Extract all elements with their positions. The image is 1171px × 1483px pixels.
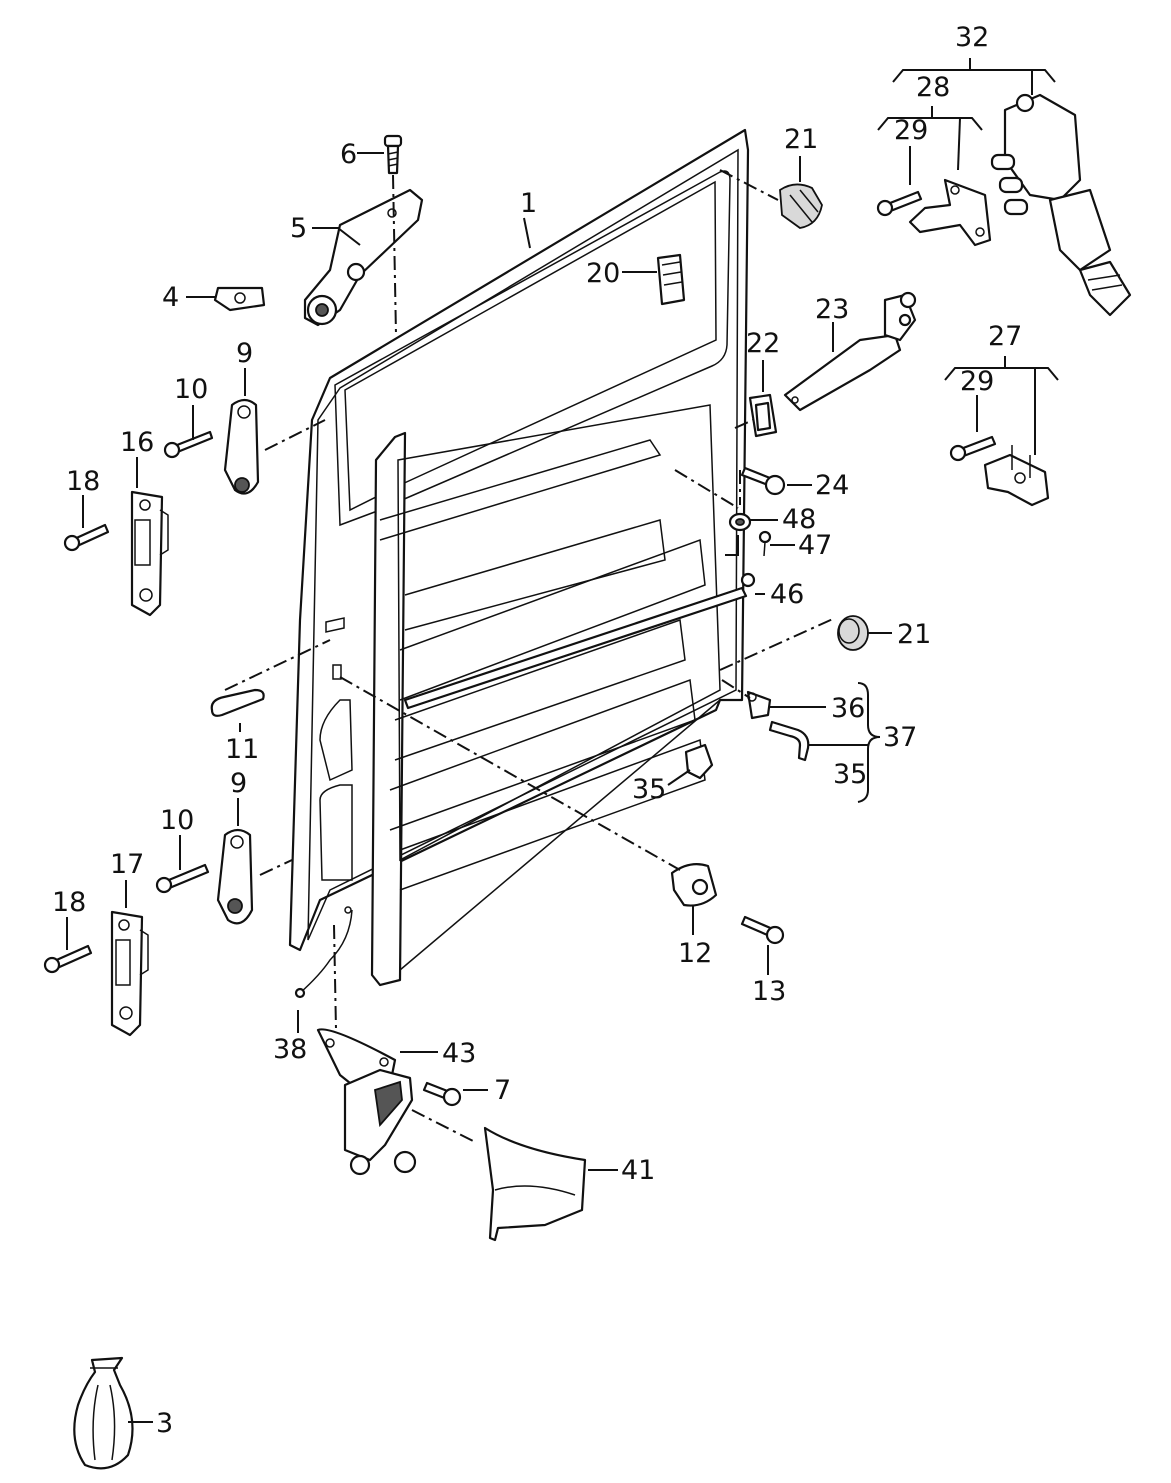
- label-41: 41: [621, 1155, 655, 1186]
- leader-lines: [66, 58, 1059, 1423]
- screw-6: [383, 134, 403, 175]
- label-10-lower: 10: [160, 805, 194, 836]
- bracket-27: [983, 445, 1050, 507]
- label-22: 22: [746, 328, 780, 359]
- label-18-upper: 18: [66, 466, 100, 497]
- striker-plate-16: [130, 490, 169, 617]
- seal-strip-11: [210, 688, 265, 717]
- door-panel: [288, 128, 750, 987]
- hinge-arm-23: [783, 291, 917, 412]
- label-13: 13: [752, 976, 786, 1007]
- lower-roller-43: [316, 1028, 417, 1176]
- bolt-24: [740, 466, 786, 496]
- guide-piece-9-lower: [216, 828, 254, 925]
- label-9-upper: 9: [236, 338, 253, 369]
- label-11: 11: [225, 734, 259, 765]
- label-17: 17: [110, 849, 144, 880]
- part-number-labels: 1 3 4 5 6 7 9 9 10 10 11 12 13 16 17 18 …: [52, 22, 1022, 1439]
- guide-piece-9-upper: [223, 398, 260, 495]
- label-36: 36: [831, 693, 865, 724]
- lock-handle-28: [908, 178, 992, 247]
- label-1: 1: [520, 188, 537, 219]
- screw-18-lower: [43, 944, 93, 974]
- label-29-upper: 29: [894, 115, 928, 146]
- label-38: 38: [273, 1034, 307, 1065]
- label-46: 46: [770, 579, 804, 610]
- screw-18-upper: [63, 523, 110, 552]
- grommet-48: [728, 512, 752, 532]
- striker-plate-17: [110, 910, 149, 1037]
- upper-roller-arm: [303, 188, 424, 327]
- label-10-upper: 10: [174, 374, 208, 405]
- label-24: 24: [815, 470, 849, 501]
- screw-13: [740, 915, 785, 945]
- clip-20: [656, 253, 686, 306]
- screw-10-lower: [155, 863, 210, 894]
- label-9-lower: 9: [230, 768, 247, 799]
- label-43: 43: [442, 1038, 476, 1069]
- label-35-left: 35: [632, 774, 666, 805]
- label-32: 32: [955, 22, 989, 53]
- wedge-12: [670, 863, 718, 907]
- cap-21-lower: [837, 615, 869, 651]
- label-5: 5: [290, 213, 307, 244]
- rod-46: [403, 572, 756, 710]
- hose-35: [768, 720, 810, 762]
- label-48: 48: [782, 504, 816, 535]
- cover-41: [483, 1126, 587, 1242]
- label-23: 23: [815, 294, 849, 325]
- label-6: 6: [340, 139, 357, 170]
- label-20: 20: [586, 258, 620, 289]
- label-16: 16: [120, 427, 154, 458]
- bracket-22: [748, 393, 778, 438]
- screw-29-upper: [876, 190, 923, 217]
- screw-10-upper: [163, 430, 214, 459]
- label-29-lower: 29: [960, 366, 994, 397]
- label-7: 7: [494, 1075, 511, 1106]
- screw-29-lower: [949, 435, 997, 462]
- label-47: 47: [798, 530, 832, 561]
- label-28: 28: [916, 72, 950, 103]
- label-37: 37: [883, 722, 917, 753]
- label-3: 3: [156, 1408, 173, 1439]
- ground-wire-38: [294, 906, 353, 999]
- label-21-upper: 21: [784, 124, 818, 155]
- label-21-lower: 21: [897, 619, 931, 650]
- grease-bag: [73, 1356, 134, 1470]
- label-27: 27: [988, 321, 1022, 352]
- label-18-lower: 18: [52, 887, 86, 918]
- label-12: 12: [678, 938, 712, 969]
- label-4: 4: [162, 282, 179, 313]
- screw-47: [758, 530, 772, 557]
- cap-21-upper: [779, 183, 823, 229]
- pad-part: [213, 286, 266, 312]
- lock-motor-32: [990, 93, 1132, 317]
- bolt-7: [422, 1081, 462, 1107]
- label-35-right: 35: [833, 759, 867, 790]
- cover-35-small: [684, 743, 714, 780]
- clip-36: [746, 690, 772, 720]
